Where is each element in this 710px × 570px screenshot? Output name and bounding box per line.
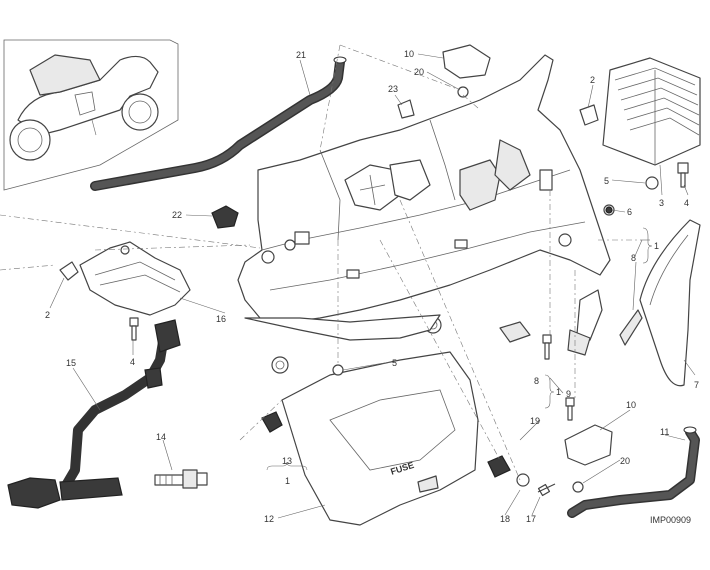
callout-1-left: 1 — [285, 476, 290, 486]
side-panel-7 — [639, 219, 701, 387]
braces — [266, 227, 653, 471]
callout-2-left: 2 — [45, 310, 50, 320]
callout-labels: 21 10 20 23 2 5 6 3 4 1 8 7 22 16 2 4 15… — [45, 49, 699, 524]
motorcycle-thumbnail — [3, 39, 179, 191]
callout-10-top: 10 — [404, 49, 414, 59]
sensor-14 — [154, 469, 208, 489]
sensor-10-top — [442, 44, 491, 98]
callout-23: 23 — [388, 84, 398, 94]
callout-5-center: 5 — [392, 358, 397, 368]
callout-21: 21 — [296, 50, 306, 60]
callout-20-top: 20 — [414, 67, 424, 77]
callout-5-right: 5 — [604, 176, 609, 186]
callout-19: 19 — [530, 416, 540, 426]
assembly-lines — [0, 44, 640, 481]
hose-11 — [567, 426, 700, 518]
callout-12: 12 — [264, 514, 274, 524]
callout-9: 9 — [566, 389, 571, 399]
callout-1-right: 1 — [654, 241, 659, 251]
callout-11: 11 — [660, 427, 669, 437]
callout-18: 18 — [500, 514, 510, 524]
leader-lines — [49, 53, 696, 519]
callout-17: 17 — [526, 514, 536, 524]
callout-10-bottom: 10 — [626, 400, 636, 410]
callout-13: 13 — [282, 456, 292, 466]
callout-20-bottom: 20 — [620, 456, 630, 466]
callout-1-center: 1 — [556, 387, 561, 397]
callout-7: 7 — [694, 380, 699, 390]
callout-3: 3 — [659, 198, 664, 208]
callout-15: 15 — [66, 358, 76, 368]
small-hardware — [129, 99, 689, 497]
drawing-code: IMP00909 — [650, 515, 691, 525]
callout-16: 16 — [216, 314, 226, 324]
callout-2-top: 2 — [590, 75, 595, 85]
callout-8-center: 8 — [534, 376, 539, 386]
callout-6: 6 — [627, 207, 632, 217]
callout-4-left: 4 — [130, 357, 135, 367]
ignition-cable-15 — [7, 319, 181, 509]
relay-bracket-16 — [59, 241, 191, 316]
callout-22: 22 — [172, 210, 182, 220]
callout-4-right: 4 — [684, 198, 689, 208]
sensor-10-bottom — [564, 424, 613, 493]
fuse-box-cover-12 — [281, 351, 479, 526]
control-unit-3 — [602, 57, 701, 166]
callout-8-right: 8 — [631, 253, 636, 263]
hose-21 — [90, 56, 347, 191]
callout-14: 14 — [156, 432, 166, 442]
main-support-frame — [237, 54, 611, 374]
